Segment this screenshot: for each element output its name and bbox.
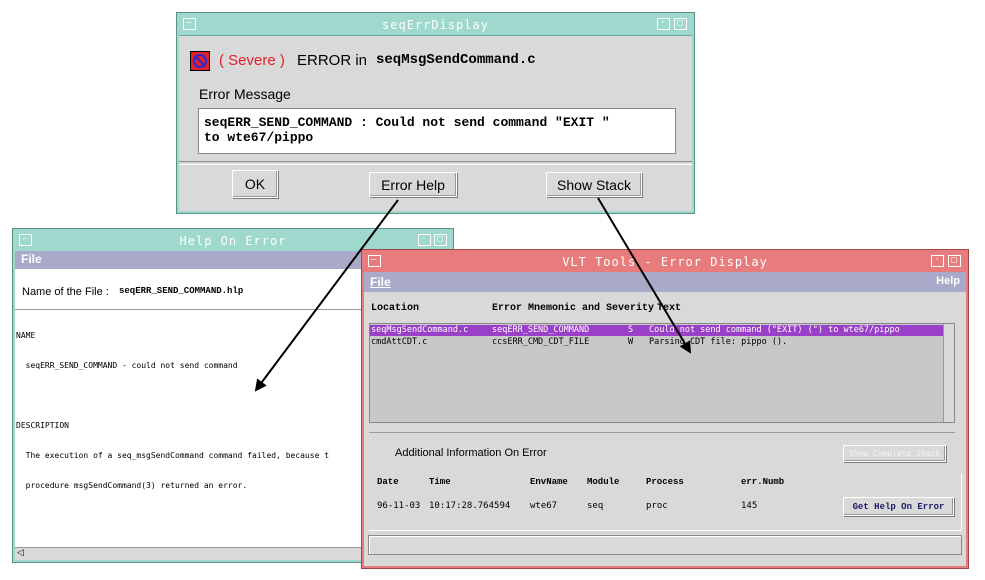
help-desc-heading: DESCRIPTION (16, 421, 69, 430)
help-name-text: seqERR_SEND_COMMAND - could not send com… (16, 361, 238, 370)
vlt-window-titlebar[interactable]: — VLT Tools - Error Display · □ (364, 252, 966, 273)
row-mnemonic: seqERR_SEND_COMMAND (492, 325, 590, 335)
error-list-vertical-scrollbar[interactable] (943, 324, 954, 422)
col-header-text: Text (657, 303, 682, 314)
row-severity: S (628, 325, 634, 335)
vlt-window-title: VLT Tools - Error Display (562, 255, 768, 269)
source-file-name: seqMsgSendCommand.c (376, 52, 536, 68)
seq-error-dialog: — seqErrDisplay · □ ( Severe ) ERROR in … (176, 12, 695, 214)
error-in-label: ERROR in (297, 52, 368, 69)
row-text: Could not send command ("EXIT) (") to wt… (649, 325, 900, 335)
row-mnemonic: ccsERR_CMD_CDT_FILE (492, 337, 590, 347)
window-menu-icon[interactable]: — (19, 234, 32, 246)
help-window-title: Help On Error (179, 234, 287, 248)
error-list-row[interactable]: cmdAttCDT.c ccsERR_CMD_CDT_FILE W Parsin… (370, 337, 944, 348)
info-header-date: Date (377, 477, 399, 487)
maximize-icon[interactable]: □ (948, 255, 961, 267)
severity-label: ( Severe ) (219, 52, 285, 69)
info-value-date: 96-11-03 (377, 501, 421, 511)
vlt-menu-file[interactable]: File (370, 275, 391, 289)
help-desc-line1: The execution of a seq_msgSendCommand co… (16, 451, 330, 460)
error-message-line2: to wte67/pippo (204, 130, 314, 145)
error-message-box: seqERR_SEND_COMMAND : Could not send com… (198, 108, 676, 154)
row-location: cmdAttCDT.c (371, 337, 428, 347)
error-list[interactable]: seqMsgSendCommand.c seqERR_SEND_COMMAND … (369, 323, 955, 423)
error-list-row[interactable]: seqMsgSendCommand.c seqERR_SEND_COMMAND … (370, 325, 944, 336)
info-value-errnumb: 145 (741, 501, 758, 511)
vlt-menu-bar: File Help (364, 272, 966, 292)
info-header-envname: EnvName (530, 477, 568, 487)
seq-dialog-title: seqErrDisplay (382, 18, 489, 32)
info-header-time: Time (429, 477, 451, 487)
row-location: seqMsgSendCommand.c (371, 325, 469, 335)
row-severity: W (628, 337, 634, 347)
severe-error-icon (190, 51, 210, 71)
seq-dialog-titlebar[interactable]: — seqErrDisplay · □ (179, 15, 692, 36)
info-header-process: Process (646, 477, 684, 487)
info-value-envname: wte67 (530, 501, 558, 511)
col-header-location: Location (371, 303, 420, 314)
info-value-time: 10:17:28.764594 (429, 501, 511, 511)
dialog-separator (179, 161, 692, 165)
get-help-on-error-button[interactable]: Get Help On Error (843, 497, 954, 516)
show-stack-button[interactable]: Show Stack (546, 172, 642, 197)
vlt-status-field (368, 535, 962, 555)
col-header-mnemonic: Error Mnemonic and Severity (492, 303, 655, 314)
help-window-titlebar[interactable]: — Help On Error · □ (15, 231, 451, 252)
window-menu-icon[interactable]: — (183, 18, 196, 30)
help-menu-file[interactable]: File (21, 252, 42, 266)
error-message-line1: seqERR_SEND_COMMAND : Could not send com… (204, 115, 610, 130)
maximize-icon[interactable]: □ (434, 234, 447, 246)
ok-button[interactable]: OK (232, 170, 278, 198)
info-value-process: proc (646, 501, 668, 511)
help-name-heading: NAME (16, 331, 36, 340)
minimize-icon[interactable]: · (657, 18, 670, 30)
show-complete-stack-button[interactable]: Show Complete Stack (843, 445, 946, 462)
info-header-errnumb: err.Numb (741, 477, 785, 487)
scroll-left-icon[interactable]: ◁ (17, 547, 24, 557)
row-text: Parsing CDT file: pippo (). (649, 337, 788, 347)
minimize-icon[interactable]: · (931, 255, 944, 267)
info-header-module: Module (587, 477, 620, 487)
minimize-icon[interactable]: · (418, 234, 431, 246)
help-horizontal-scrollbar[interactable]: ◁ (15, 547, 375, 560)
maximize-icon[interactable]: □ (674, 18, 687, 30)
vlt-error-display-window: — VLT Tools - Error Display · □ File Hel… (361, 249, 969, 569)
error-message-label: Error Message (199, 86, 291, 102)
help-text-area: NAME seqERR_SEND_COMMAND - could not sen… (16, 311, 376, 511)
error-list-horizontal-scrollbar[interactable] (369, 424, 955, 433)
info-panel: Date Time EnvName Module Process err.Num… (369, 474, 962, 531)
help-desc-line2: procedure msgSendCommand(3) returned an … (16, 481, 248, 490)
help-file-name: seqERR_SEND_COMMAND.hlp (119, 286, 244, 296)
help-file-label: Name of the File : (22, 286, 109, 298)
vlt-menu-help[interactable]: Help (936, 275, 960, 287)
info-value-module: seq (587, 501, 604, 511)
window-menu-icon[interactable]: — (368, 255, 381, 267)
additional-info-label: Additional Information On Error (395, 447, 547, 459)
error-help-button[interactable]: Error Help (369, 172, 457, 197)
